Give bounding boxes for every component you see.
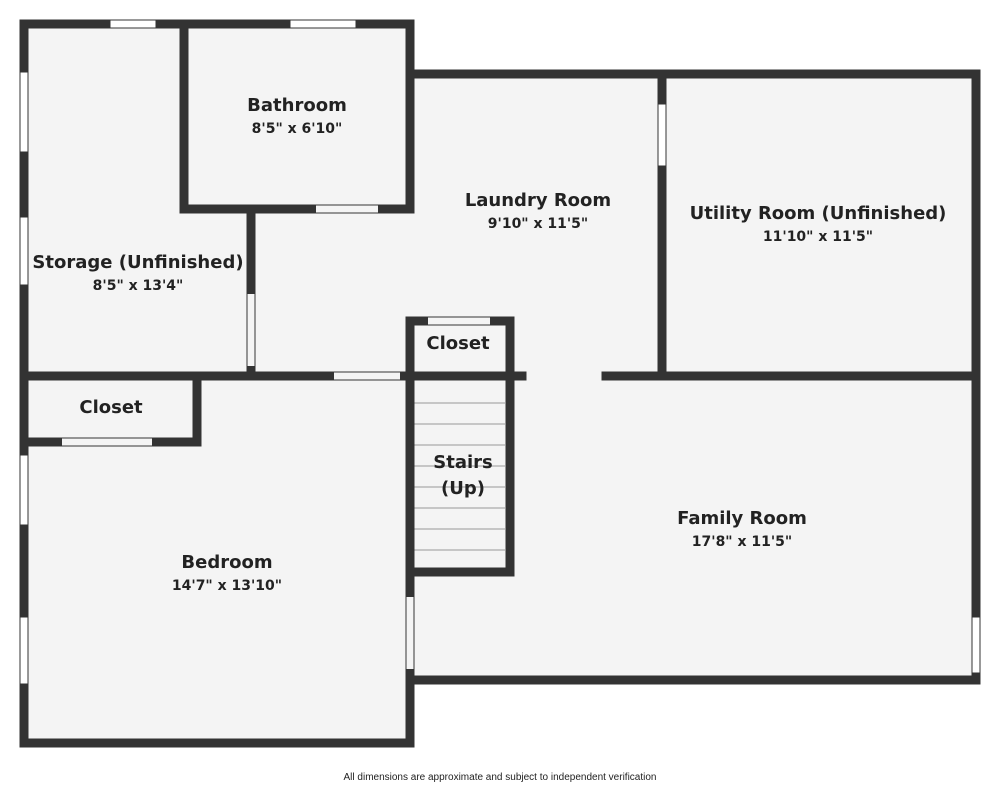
room-labels: Bathroom 8'5" x 6'10" Storage (Unfinishe… — [32, 95, 946, 783]
room-dims-storage: 8'5" x 13'4" — [93, 278, 184, 294]
room-dims-bedroom: 14'7" x 13'10" — [172, 578, 282, 594]
window-bedroom-left-1 — [19, 454, 29, 526]
doorway-bedroom-closet — [62, 438, 152, 446]
room-name-bedroom: Bedroom — [181, 552, 272, 573]
doorway-bedroom — [334, 372, 400, 380]
room-dims-laundry: 9'10" x 11'5" — [488, 216, 588, 232]
doorways — [62, 205, 490, 669]
stairs-label-line2: (Up) — [441, 478, 485, 499]
disclaimer-text: All dimensions are approximate and subje… — [344, 772, 657, 783]
stairs-label-line1: Stairs — [433, 452, 492, 473]
doorway-bathroom — [316, 205, 378, 213]
room-dims-family: 17'8" x 11'5" — [692, 534, 792, 550]
room-name-closet-bedroom: Closet — [79, 397, 143, 418]
floor-areas — [24, 24, 976, 743]
room-dims-bathroom: 8'5" x 6'10" — [252, 121, 343, 137]
window-storage-left-2 — [19, 216, 29, 286]
window-utility-left — [657, 103, 667, 167]
doorway-storage — [247, 294, 255, 366]
room-name-bathroom: Bathroom — [247, 95, 347, 116]
window-bathroom-top — [289, 19, 357, 29]
window-storage-left-1 — [19, 71, 29, 153]
window-storage-top — [109, 19, 157, 29]
window-bedroom-left-2 — [19, 616, 29, 685]
room-dims-utility: 11'10" x 11'5" — [763, 229, 873, 245]
room-name-storage: Storage (Unfinished) — [32, 252, 243, 273]
doorway-stairs-closet — [428, 317, 490, 325]
room-name-closet-stairs: Closet — [426, 333, 490, 354]
windows — [19, 19, 981, 685]
doorway-bedroom-family — [406, 597, 414, 669]
room-name-family: Family Room — [677, 508, 807, 529]
room-name-laundry: Laundry Room — [465, 190, 611, 211]
doorway-edges — [62, 204, 490, 669]
window-family-right — [971, 616, 981, 674]
floor-upper-left — [24, 24, 976, 743]
room-name-utility: Utility Room (Unfinished) — [690, 203, 947, 224]
